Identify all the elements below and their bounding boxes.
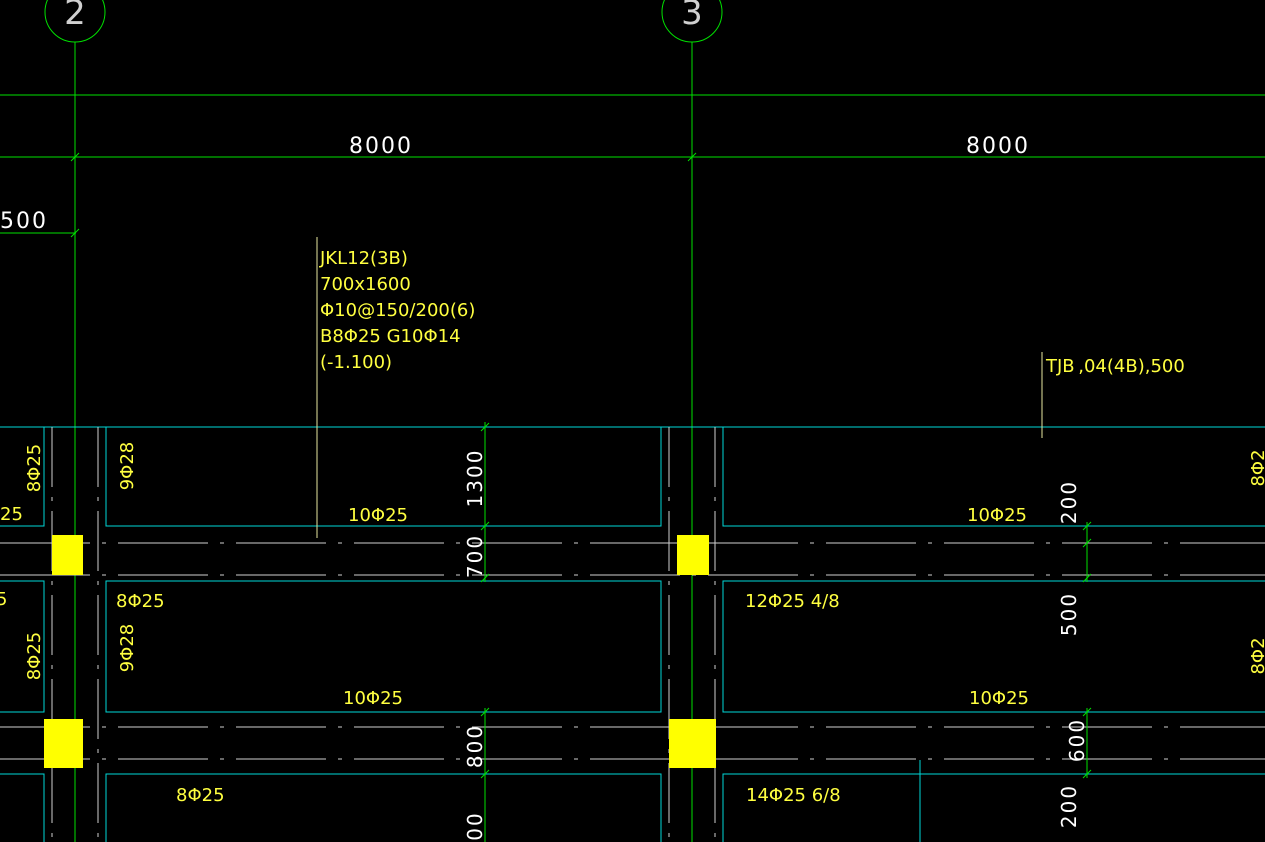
dim-span-2-3: 8000 — [349, 134, 413, 159]
rebar-b2-top: 8Φ25 — [116, 591, 165, 612]
tick-2-157 — [70, 152, 80, 162]
column-3-row1[interactable] — [677, 535, 709, 575]
rebar-b2-vert: 9Φ28 — [117, 624, 138, 673]
dim-left-partial: 500 — [0, 209, 48, 234]
rebar-r2-top: 12Φ25 4/8 — [745, 591, 840, 612]
vdim-tick-578 — [480, 573, 490, 583]
beam-note-line4: B8Φ25 G10Φ14 — [320, 326, 461, 347]
column-3-row2[interactable] — [669, 719, 716, 768]
rebar-edge-vert-1: 8Φ2 — [1248, 449, 1265, 486]
column-2-row2[interactable] — [44, 719, 83, 768]
dim-r-200-top: 200 — [1057, 480, 1081, 524]
rebar-labels: 8Φ25 25 9Φ28 10Φ25 8Φ25 9Φ28 10Φ25 8Φ25 … — [0, 442, 1265, 806]
axis-bubble-3 — [661, 0, 723, 43]
dim-bottom-partial: 00 — [463, 811, 487, 840]
vdim-tick-r-712 — [1082, 707, 1092, 717]
dim-r-200-bottom: 200 — [1057, 784, 1081, 828]
vdim-tick-r-578 — [1082, 573, 1092, 583]
dim-800: 800 — [463, 724, 487, 768]
rebar-r2-bottom: 10Φ25 — [969, 688, 1029, 709]
center-lines — [0, 427, 1265, 842]
rebar-left-mid-vert: 8Φ25 — [24, 632, 45, 681]
beam-note-line5: (-1.100) — [320, 352, 392, 373]
rebar-b2-bottom: 10Φ25 — [343, 688, 403, 709]
vertical-dim-chains — [480, 422, 1092, 842]
axis-bubble-2 — [44, 0, 106, 43]
rebar-b3-top: 8Φ25 — [176, 785, 225, 806]
tick-3-157 — [687, 152, 697, 162]
beam-box-left-top — [0, 426, 45, 527]
beam-box-r2 — [722, 580, 1265, 713]
beam-box-r3 — [722, 773, 1265, 842]
dim-1300: 1300 — [463, 449, 487, 508]
dim-700: 700 — [463, 534, 487, 578]
vdim-tick-r-543 — [1082, 538, 1092, 548]
beam-note-line3: Φ10@150/200(6) — [320, 300, 475, 321]
vdim-tick-774 — [480, 769, 490, 779]
beam-outlines — [0, 426, 1265, 842]
beam-box-left-mid — [0, 580, 45, 713]
beam-note-jkl12[interactable]: JKL12(3B) 700x1600 Φ10@150/200(6) B8Φ25 … — [319, 248, 475, 373]
rebar-b1-bottom: 10Φ25 — [348, 505, 408, 526]
rebar-r1-bottom: 10Φ25 — [967, 505, 1027, 526]
vdim-tick-r-774 — [1082, 769, 1092, 779]
rebar-r3-top: 14Φ25 6/8 — [746, 785, 841, 806]
rebar-b1-vert: 9Φ28 — [117, 442, 138, 491]
rebar-left-top-frag: 25 — [0, 504, 23, 525]
beam-box-left-bottom — [0, 773, 45, 842]
axis-label-3: 3 — [681, 0, 703, 33]
leader-lines — [316, 237, 1043, 538]
axis-label-2: 2 — [64, 0, 86, 33]
beam-box-b2 — [105, 580, 662, 713]
columns — [44, 535, 716, 768]
dim-r-600: 600 — [1065, 718, 1089, 762]
vdim-tick-712 — [480, 707, 490, 717]
dim-span-3-4: 8000 — [966, 134, 1030, 159]
rebar-left-mid-frag: 5 — [0, 589, 7, 610]
vdim-tick-427 — [480, 422, 490, 432]
beam-box-b3 — [105, 773, 662, 842]
vdim-tick-526 — [480, 521, 490, 531]
rebar-left-top-vert: 8Φ25 — [24, 444, 45, 493]
vdim-tick-r-526 — [1082, 521, 1092, 531]
rebar-edge-vert-2: 8Φ2 — [1248, 637, 1265, 674]
beam-box-b1 — [105, 426, 662, 527]
beam-box-r1 — [722, 426, 1265, 527]
column-2-row1[interactable] — [52, 535, 83, 575]
tick-2-233 — [70, 228, 80, 238]
beam-note-line2: 700x1600 — [320, 274, 411, 295]
tjb-note[interactable]: TJB ,04(4B),500 — [1045, 356, 1185, 377]
beam-note-line1: JKL12(3B) — [319, 248, 408, 269]
dim-r-500: 500 — [1057, 592, 1081, 636]
